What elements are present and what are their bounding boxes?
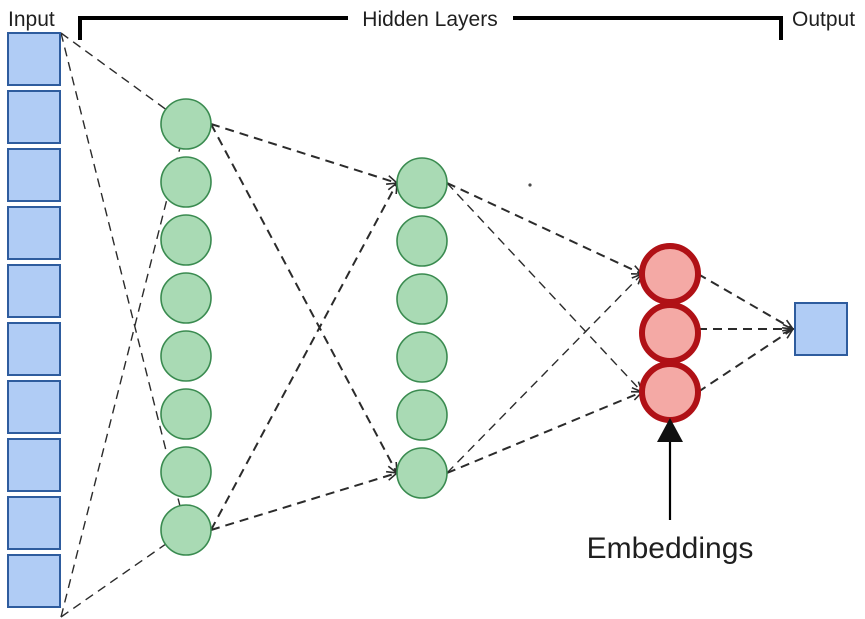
connection-line	[210, 182, 398, 531]
hidden-layers-bracket	[78, 16, 783, 40]
embeddings-node-1[interactable]	[639, 243, 701, 305]
connections-group	[60, 32, 795, 618]
connection-line	[60, 32, 187, 531]
embeddings-node-3[interactable]	[639, 361, 701, 423]
bracket-right-segment	[513, 16, 783, 40]
connection-hidden2-first-to-embedding-first	[446, 182, 644, 275]
input-layer	[7, 32, 61, 608]
output-label: Output	[792, 8, 855, 31]
connection-line	[60, 123, 187, 618]
connection-hidden1-first-to-hidden2-first	[210, 123, 399, 185]
connection-hidden1-first-to-hidden2-last	[210, 123, 398, 475]
hidden-1-node-4[interactable]	[160, 272, 212, 324]
embeddings-arrow-head	[657, 418, 683, 442]
connection-line	[446, 391, 643, 474]
connection-line	[210, 472, 398, 531]
hidden-1-node-8[interactable]	[160, 504, 212, 556]
input-node-10[interactable]	[7, 554, 61, 608]
hidden-2-node-6[interactable]	[396, 447, 448, 499]
hidden-2-node-5[interactable]	[396, 389, 448, 441]
hidden-1-node-7[interactable]	[160, 446, 212, 498]
hidden-2-node-4[interactable]	[396, 331, 448, 383]
input-label: Input	[8, 8, 55, 31]
output-node-1[interactable]	[794, 302, 848, 356]
embeddings-node-2[interactable]	[639, 302, 701, 364]
hidden-1-node-3[interactable]	[160, 214, 212, 266]
connection-line	[697, 273, 794, 330]
hidden-1-node-5[interactable]	[160, 330, 212, 382]
connection-line	[446, 273, 643, 474]
connection-embedding-mid-to-output	[698, 323, 795, 335]
connection-hidden1-last-to-hidden2-last	[210, 470, 399, 531]
hidden-1-node-2[interactable]	[160, 156, 212, 208]
input-node-3[interactable]	[7, 148, 61, 202]
input-node-4[interactable]	[7, 206, 61, 260]
hidden-layer-2	[396, 157, 448, 499]
connection-arrowhead	[782, 327, 795, 339]
connection-line	[446, 182, 643, 393]
input-node-1[interactable]	[7, 32, 61, 86]
hidden-layers-label: Hidden Layers	[362, 8, 497, 31]
hidden-2-node-2[interactable]	[396, 215, 448, 267]
connection-embedding-first-to-output	[697, 273, 795, 330]
embeddings-label: Embeddings	[587, 532, 754, 565]
input-node-8[interactable]	[7, 438, 61, 492]
embeddings-annotation	[657, 418, 683, 520]
embedding-layer	[639, 243, 701, 423]
connection-hidden2-first-to-embedding-last	[446, 182, 644, 394]
hidden-1-node-6[interactable]	[160, 388, 212, 440]
connection-hidden2-last-to-embedding-last	[446, 390, 644, 474]
input-node-5[interactable]	[7, 264, 61, 318]
connection-line	[210, 123, 398, 184]
stray-dot	[528, 183, 532, 187]
input-node-2[interactable]	[7, 90, 61, 144]
hidden-2-node-3[interactable]	[396, 273, 448, 325]
bracket-left-segment	[78, 16, 348, 40]
connection-hidden1-last-to-hidden2-first	[210, 181, 398, 531]
input-node-7[interactable]	[7, 380, 61, 434]
connection-hidden2-last-to-embedding-first	[446, 272, 644, 474]
hidden-1-node-1[interactable]	[160, 98, 212, 150]
connection-line	[210, 123, 398, 474]
output-layer	[794, 302, 848, 356]
hidden-2-node-1[interactable]	[396, 157, 448, 209]
connection-line	[697, 328, 794, 393]
connection-embedding-last-to-output	[697, 327, 795, 393]
connection-line	[446, 182, 643, 275]
input-node-9[interactable]	[7, 496, 61, 550]
input-node-6[interactable]	[7, 322, 61, 376]
hidden-layer-1	[160, 98, 212, 556]
